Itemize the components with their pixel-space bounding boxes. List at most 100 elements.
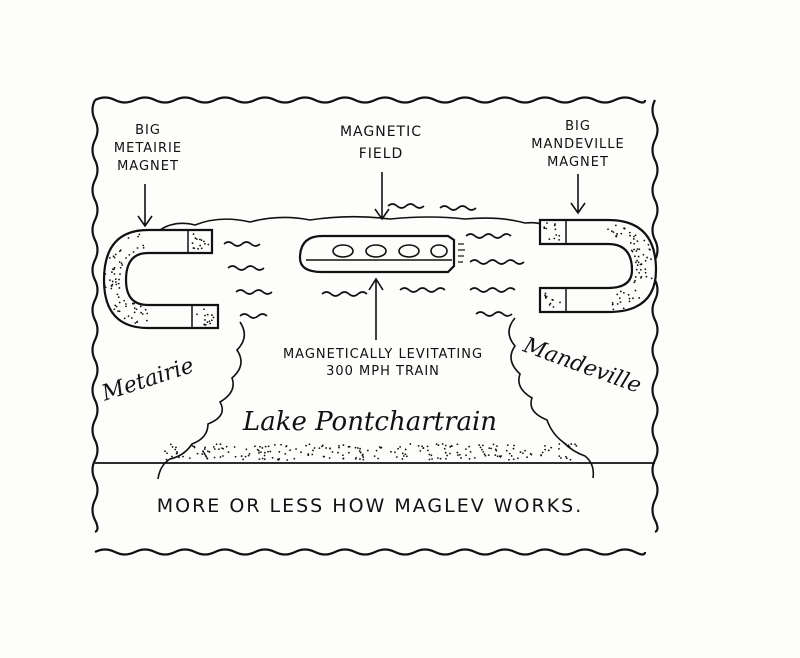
stipple-dot (558, 239, 561, 241)
stipple-dot (435, 443, 438, 446)
stipple-dot (611, 303, 614, 306)
stipple-dot (629, 234, 631, 237)
stipple-dot (261, 447, 264, 449)
stipple-dot (125, 303, 127, 305)
stipple-dot (196, 452, 199, 455)
stipple-dot (112, 268, 114, 271)
stipple-dot (544, 444, 546, 447)
stipple-dot (307, 454, 310, 457)
stipple-dot (110, 287, 113, 290)
stipple-dot (552, 306, 555, 308)
stipple-dot (103, 284, 106, 286)
stipple-dot (444, 444, 447, 447)
arrow-train (368, 277, 384, 340)
stipple-dot (331, 451, 334, 453)
stipple-dot (133, 302, 136, 305)
stipple-dot (638, 271, 641, 274)
stipple-dot (278, 450, 281, 453)
stipple-dot (358, 450, 361, 452)
stipple-dot (396, 456, 398, 458)
stipple-dot (622, 307, 625, 310)
stipple-dot (108, 257, 111, 259)
stipple-dot (128, 253, 131, 256)
stipple-dot (436, 457, 439, 459)
lake-shore-dots (164, 443, 578, 461)
stipple-dot (404, 453, 407, 456)
stipple-dot (607, 228, 609, 231)
stipple-dot (490, 447, 493, 450)
stipple-dot (104, 273, 107, 275)
stipple-dot (104, 286, 107, 289)
stipple-dot (426, 445, 429, 448)
stipple-dot (543, 226, 546, 229)
stipple-dot (125, 257, 127, 259)
stipple-dot (213, 448, 216, 450)
stipple-dot (569, 458, 572, 461)
lake-shoreline (157, 215, 595, 480)
stipple-dot (544, 292, 547, 295)
stipple-dot (244, 455, 247, 458)
stipple-dot (125, 305, 127, 308)
stipple-dot (622, 291, 625, 294)
stipple-dot (264, 445, 267, 448)
stipple-dot (468, 458, 471, 460)
stipple-dot (141, 313, 144, 315)
stipple-dot (191, 242, 194, 245)
stipple-dot (225, 445, 228, 448)
frame-top-edge (94, 96, 647, 104)
field-line (321, 291, 368, 297)
lake-pontchartrain-label: Lake Pontchartrain (242, 407, 497, 437)
stipple-dot (118, 310, 121, 313)
stipple-dot (612, 231, 615, 234)
stipple-dot (419, 450, 422, 452)
mandeville-magnet-label-line-1: BIG (565, 119, 591, 134)
stipple-dot (115, 283, 118, 286)
stipple-dot (359, 447, 362, 450)
stipple-dot (354, 457, 357, 460)
stipple-dot (313, 447, 316, 449)
metairie-magnet-label-line-1: BIG (135, 123, 161, 138)
stipple-dot (628, 300, 631, 303)
magnetic-field-label-line-1: MAGNETIC (340, 124, 422, 140)
stipple-dot (142, 246, 145, 249)
stipple-dot (560, 457, 562, 459)
stipple-dot (464, 448, 467, 451)
stipple-dot (437, 444, 440, 447)
stipple-dot (574, 443, 576, 446)
stipple-dot (133, 311, 136, 314)
metairie-magnet-label-line-3: MAGNET (117, 159, 179, 174)
stipple-dot (517, 457, 519, 460)
stipple-dot (401, 452, 404, 455)
stipple-dot (636, 248, 639, 250)
stipple-dot (114, 304, 117, 307)
stipple-dot (133, 307, 136, 310)
stipple-dot (289, 449, 292, 452)
stipple-dot (439, 457, 442, 460)
stipple-dot (312, 449, 314, 452)
stipple-dot (127, 315, 130, 318)
stipple-dot (165, 458, 168, 461)
stipple-dot (638, 248, 641, 251)
stipple-dot (284, 453, 287, 455)
stipple-dot (636, 264, 639, 267)
stipple-dot (338, 446, 340, 449)
stipple-dot (550, 446, 553, 449)
train-label: MAGNETICALLY LEVITATING 300 MPH TRAIN (283, 347, 482, 379)
stipple-dot (575, 444, 578, 447)
stipple-dot (203, 240, 205, 243)
stipple-dot (441, 443, 444, 445)
stipple-dot (366, 449, 369, 452)
stipple-dot (215, 443, 218, 446)
stipple-dot (273, 444, 276, 446)
stipple-dot (634, 234, 637, 237)
frame-left-edge (91, 99, 99, 534)
stipple-dot (648, 248, 651, 251)
stipple-dot (308, 443, 311, 446)
stipple-dot (117, 282, 120, 285)
stipple-dot (634, 279, 636, 282)
stipple-dot (123, 317, 126, 320)
stipple-dot (644, 271, 647, 274)
mandeville-magnet (538, 218, 658, 314)
stipple-dot (390, 450, 392, 453)
stipple-dot (640, 263, 643, 266)
